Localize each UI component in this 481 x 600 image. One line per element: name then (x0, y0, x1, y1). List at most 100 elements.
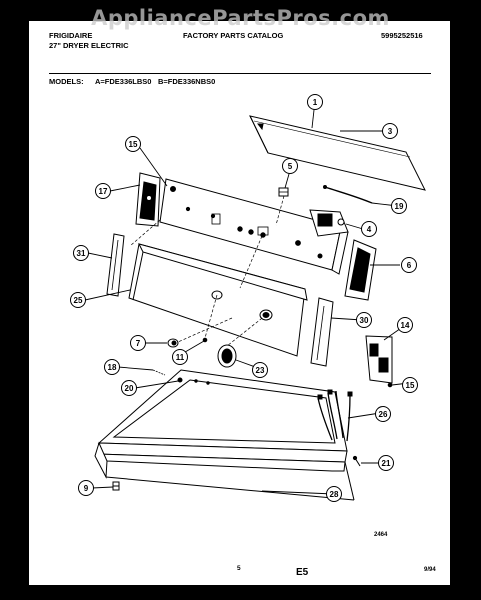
brand-name: FRIGIDAIRE (49, 31, 93, 40)
callout-label: 21 (382, 459, 391, 468)
callout-label: 18 (108, 363, 117, 372)
callout-circle (73, 245, 89, 261)
callout-circle (121, 380, 137, 396)
callout-circle (397, 317, 413, 333)
callout-circle (307, 94, 323, 110)
callout-circle (326, 486, 342, 502)
callout-label: 15 (406, 381, 415, 390)
callout-circle (172, 349, 188, 365)
callout-label: 11 (176, 353, 185, 362)
callout-4: 5 (282, 158, 298, 174)
callout-label: 1 (313, 98, 318, 107)
screw-21 (352, 455, 361, 467)
model-a: A=FDE336LBS0 (95, 77, 152, 86)
knob-23 (217, 344, 237, 368)
end-cap-left-17 (135, 172, 161, 227)
callout-17: 15 (402, 377, 418, 393)
callout-label: 19 (395, 202, 404, 211)
callout-circle (402, 377, 418, 393)
top-back-panel (249, 115, 426, 191)
callout-circle (104, 359, 120, 375)
callout-label: 30 (360, 316, 369, 325)
callout-7: 4 (361, 221, 377, 237)
callout-circle (95, 183, 111, 199)
callout-1: 1 (307, 94, 323, 110)
catalog-part-number: 5995252516 (381, 31, 423, 40)
callout-group: 1 3 15 5 17 19 4 31 6 25 30 14 7 11 23 18 15 20 26 21 9 28 (70, 94, 418, 502)
callout-label: 26 (379, 410, 388, 419)
callout-13: 7 (130, 335, 146, 351)
callout-20: 21 (378, 455, 394, 471)
callout-label: 31 (77, 249, 86, 258)
callout-circle (361, 221, 377, 237)
callout-16: 18 (104, 359, 120, 375)
front-console-25 (128, 243, 308, 357)
model-b: B=FDE336NBS0 (158, 77, 216, 86)
callout-label: 14 (401, 321, 410, 330)
callout-3: 15 (125, 136, 141, 152)
diagram-code: 2464 (374, 532, 388, 538)
callout-label: 20 (125, 384, 134, 393)
callout-15: 23 (252, 362, 268, 378)
callout-circle (70, 292, 86, 308)
callout-label: 28 (330, 490, 339, 499)
callout-21: 9 (78, 480, 94, 496)
callout-label: 5 (288, 162, 293, 171)
callout-22: 28 (326, 486, 342, 502)
screw-18 (152, 369, 166, 376)
cabinet-top-28 (94, 369, 355, 501)
models-label: MODELS: (49, 77, 84, 86)
callout-19: 26 (375, 406, 391, 422)
terminal-block-14 (365, 335, 393, 384)
screw-15b (387, 382, 393, 388)
selector-switch-5 (278, 187, 289, 197)
callout-label: 6 (407, 261, 412, 270)
explode-lines (129, 195, 285, 347)
callout-circle (375, 406, 391, 422)
callout-2: 3 (382, 123, 398, 139)
callout-circle (401, 257, 417, 273)
push-button-7 (167, 338, 179, 348)
callout-5: 17 (95, 183, 111, 199)
screw-11 (202, 337, 208, 343)
page-number: 5 (237, 565, 241, 572)
callout-circle (125, 136, 141, 152)
trim-strip-right-30 (310, 297, 334, 367)
header-rule (49, 73, 431, 74)
product-name: 27" DRYER ELECTRIC (49, 41, 129, 50)
callout-circle (130, 335, 146, 351)
callout-9: 6 (401, 257, 417, 273)
section-code: E5 (296, 567, 309, 578)
callout-10: 25 (70, 292, 86, 308)
callout-label: 9 (84, 484, 89, 493)
callout-circle (78, 480, 94, 496)
callout-circle (382, 123, 398, 139)
callout-18: 20 (121, 380, 137, 396)
callout-label: 23 (256, 366, 265, 375)
end-cap-right-6 (344, 239, 377, 301)
wire-harness-26 (317, 389, 353, 442)
callout-11: 30 (356, 312, 372, 328)
callout-circle (391, 198, 407, 214)
callout-circle (378, 455, 394, 471)
callout-circle (282, 158, 298, 174)
revision-date: 9/94 (424, 567, 436, 573)
callout-14: 11 (172, 349, 188, 365)
control-panel-backsplash (159, 178, 349, 275)
callout-circle (356, 312, 372, 328)
wire-harness-19 (323, 185, 373, 204)
callout-12: 14 (397, 317, 413, 333)
clip-20 (177, 377, 183, 383)
callout-label: 3 (388, 127, 393, 136)
callout-label: 7 (136, 339, 141, 348)
screw-9 (112, 481, 120, 491)
callout-label: 15 (129, 140, 138, 149)
callout-label: 25 (74, 296, 83, 305)
trim-strip-left-31 (106, 233, 125, 297)
callout-label: 4 (367, 225, 372, 234)
callout-label: 17 (99, 187, 108, 196)
catalog-title: FACTORY PARTS CATALOG (183, 31, 284, 40)
callout-6: 19 (391, 198, 407, 214)
